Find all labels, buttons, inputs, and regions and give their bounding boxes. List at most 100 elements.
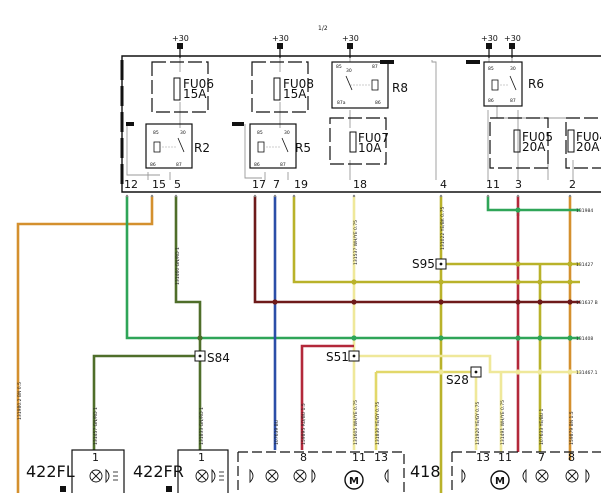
svg-text:131022 YE/BK 0.75: 131022 YE/BK 0.75 xyxy=(440,207,446,250)
motor-icon xyxy=(490,470,510,490)
component-group-left: 8 11 13 M xyxy=(237,451,405,493)
fuse-FU06: FU06 15A xyxy=(151,61,214,113)
svg-text:FU06: FU06 xyxy=(183,77,214,91)
svg-text:87: 87 xyxy=(176,162,182,168)
svg-text:4: 4 xyxy=(440,178,447,191)
svg-text:20A: 20A xyxy=(576,140,600,154)
supply-terminal: +30 xyxy=(504,34,521,58)
svg-text:131467.1: 131467.1 xyxy=(576,370,598,376)
supply-terminal: +30 xyxy=(272,34,289,58)
svg-text:FU05: FU05 xyxy=(522,130,553,144)
svg-text:1: 1 xyxy=(198,451,205,464)
svg-text:87: 87 xyxy=(280,162,286,168)
svg-text:19: 19 xyxy=(294,178,308,191)
svg-text:30: 30 xyxy=(346,68,352,74)
wire-dark-red xyxy=(253,196,580,304)
connector-pin-labels: 12 15 5 17 7 19 18 4 11 3 2 xyxy=(124,178,576,191)
svg-text:131830 YE/GY 0.75: 131830 YE/GY 0.75 xyxy=(375,402,381,445)
wire-green xyxy=(486,196,580,212)
svg-text:2: 2 xyxy=(569,178,576,191)
fuse-FU05: FU05 20A xyxy=(489,117,553,169)
supply-terminal: +30 xyxy=(481,34,498,58)
svg-text:7: 7 xyxy=(273,178,280,191)
svg-text:R6: R6 xyxy=(528,77,544,91)
svg-text:85: 85 xyxy=(488,66,494,72)
svg-text:131637 B: 131637 B xyxy=(576,300,598,306)
svg-text:17: 17 xyxy=(252,178,266,191)
relay-R6: 85 30 86 87 R6 xyxy=(466,60,544,107)
svg-text:87a: 87a xyxy=(337,100,346,106)
svg-text:+30: +30 xyxy=(272,34,289,43)
relay-R5: 85 30 86 87 R5 xyxy=(232,122,311,169)
wire-green xyxy=(125,196,580,340)
fuse-FU08: FU08 15A xyxy=(251,61,314,113)
wire-code-labels: 131980.2 BN 0.5 131460 GN/RD 1 131537 WH… xyxy=(17,207,598,445)
svg-text:30: 30 xyxy=(284,130,290,136)
svg-text:15A: 15A xyxy=(183,87,207,101)
svg-text:418: 418 xyxy=(410,462,441,481)
svg-text:+30: +30 xyxy=(172,34,189,43)
svg-text:8: 8 xyxy=(300,451,307,464)
svg-text:FU04: FU04 xyxy=(576,130,601,144)
supply-terminal: +30 xyxy=(172,34,189,58)
splice-S28: S28 xyxy=(446,366,482,387)
svg-text:86: 86 xyxy=(375,100,381,106)
splice-S84: S84 xyxy=(194,350,230,365)
svg-text:131457 GN/RD 1: 131457 GN/RD 1 xyxy=(93,407,99,445)
svg-text:13: 13 xyxy=(476,451,490,464)
svg-text:86: 86 xyxy=(254,162,260,168)
supply-terminal: +30 xyxy=(342,34,359,58)
svg-text:3: 3 xyxy=(515,178,522,191)
relay-R2: 85 30 86 87 R2 xyxy=(126,122,210,169)
svg-text:422FR: 422FR xyxy=(133,462,184,481)
svg-text:S28: S28 xyxy=(446,373,469,387)
svg-text:11: 11 xyxy=(352,451,366,464)
svg-text:159895 RD/BU 1.5: 159895 RD/BU 1.5 xyxy=(301,403,307,445)
svg-text:18: 18 xyxy=(353,178,367,191)
svg-text:87: 87 xyxy=(372,64,378,70)
svg-text:S95: S95 xyxy=(412,257,435,271)
svg-text:131605 WH/YE 0.75: 131605 WH/YE 0.75 xyxy=(353,400,359,445)
svg-text:FU08: FU08 xyxy=(283,77,314,91)
component-422FR: 422FR 1 xyxy=(133,449,229,493)
svg-text:131984: 131984 xyxy=(576,208,593,214)
svg-text:30: 30 xyxy=(510,66,516,72)
svg-text:30: 30 xyxy=(180,130,186,136)
svg-text:159879 BN 1.5: 159879 BN 1.5 xyxy=(569,411,575,445)
svg-text:131833 GN/RD 1: 131833 GN/RD 1 xyxy=(199,407,205,445)
svg-text:131408: 131408 xyxy=(576,336,593,342)
svg-text:M: M xyxy=(349,476,359,487)
svg-text:131537 WH/YE 0.75: 131537 WH/YE 0.75 xyxy=(353,220,359,265)
svg-text:S51: S51 xyxy=(326,350,349,364)
svg-text:8: 8 xyxy=(568,451,575,464)
svg-text:1: 1 xyxy=(92,451,99,464)
wire-brown xyxy=(16,196,154,493)
svg-text:422FL: 422FL xyxy=(26,462,75,481)
junction-dots xyxy=(197,207,573,375)
svg-text:107639 BU: 107639 BU xyxy=(274,420,280,445)
svg-text:131920 YE/GY 0.75: 131920 YE/GY 0.75 xyxy=(475,402,481,445)
wire-light-yellow xyxy=(354,354,580,374)
svg-text:20A: 20A xyxy=(522,140,546,154)
wire-olive xyxy=(174,196,202,338)
svg-text:87: 87 xyxy=(510,98,516,104)
svg-text:R8: R8 xyxy=(392,81,408,95)
svg-text:131491 WH/YE 0.75: 131491 WH/YE 0.75 xyxy=(500,400,506,445)
fuse-FU04: FU04 20A xyxy=(565,117,601,169)
svg-text:S84: S84 xyxy=(207,351,230,365)
svg-text:+30: +30 xyxy=(342,34,359,43)
svg-text:12: 12 xyxy=(124,178,138,191)
svg-text:7: 7 xyxy=(538,451,545,464)
svg-text:131427: 131427 xyxy=(576,262,593,268)
svg-text:131460 GN/RD 1: 131460 GN/RD 1 xyxy=(175,247,181,285)
svg-text:10A: 10A xyxy=(358,141,382,155)
fuse-FU07: FU07 10A xyxy=(329,117,389,165)
splice-S95: S95 xyxy=(412,257,447,271)
svg-text:86: 86 xyxy=(150,162,156,168)
svg-text:85: 85 xyxy=(336,64,342,70)
svg-text:131980.2 BN 0.5: 131980.2 BN 0.5 xyxy=(17,382,23,420)
svg-text:11: 11 xyxy=(486,178,500,191)
component-422FL: 422FL 1 xyxy=(26,449,125,493)
svg-text:13: 13 xyxy=(374,451,388,464)
connector-pin-markers xyxy=(125,194,572,198)
